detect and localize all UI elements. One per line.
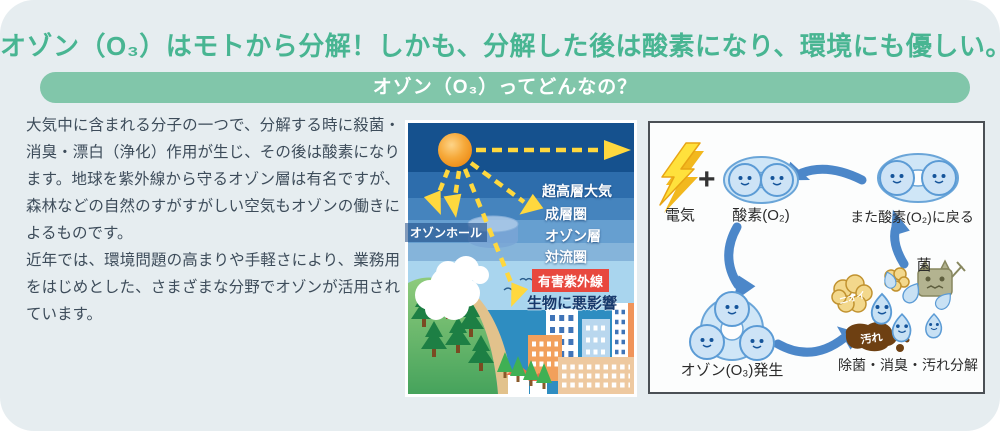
earth-scene [408, 256, 634, 394]
bacteria-icon [917, 259, 966, 297]
oxygen-return-molecule [877, 153, 959, 203]
ozone-molecule [689, 291, 775, 361]
layer-label-upper-atmosphere: 超高層大気 [542, 183, 612, 199]
ozone-cycle-svg: ニオイ 汚れ [659, 142, 966, 361]
dirt-label: 汚れ [860, 330, 884, 347]
ozone-cycle-diagram: ニオイ 汚れ 電気 + 酸素(O₂) また酸素(O₂)に戻る オゾン(O₃)発生… [648, 121, 985, 394]
ozone-hole-label: オゾンホール [405, 223, 488, 242]
sun-icon [438, 133, 472, 167]
odor-blob [831, 267, 910, 313]
city-buildings [506, 303, 634, 394]
atmosphere-svg [408, 123, 634, 394]
bacteria-label: 菌 [916, 257, 932, 274]
intro-paragraph-1: 大気中に含まれる分子の一つで、分解する時に殺菌・消臭・漂白（浄化）作用が生じ、そ… [26, 117, 400, 242]
ozone-generation-label: オゾン(O₃)発生 [680, 362, 784, 379]
layer-label-stratosphere: 成層圏 [545, 206, 587, 222]
oxygen-molecule [723, 156, 799, 204]
page-title: オゾン（O₃）はモトから分解！しかも、分解した後は酸素になり、環境にも優しい。 [0, 31, 1000, 61]
oxygen-label: 酸素(O₂) [732, 207, 790, 224]
plus-sign: + [698, 163, 716, 196]
cloud [415, 256, 489, 320]
intro-paragraph-2: 近年では、環境問題の高まりや手軽さにより、業務用をはじめとした、さまざまな分野で… [26, 252, 400, 323]
atmosphere-layer-bands [408, 123, 634, 261]
lightning-icon [659, 142, 704, 213]
intro-text: 大気中に含まれる分子の一つで、分解する時に殺菌・消臭・漂白（浄化）作用が生じ、そ… [26, 112, 400, 328]
oxygen-return-label: また酸素(O₂)に戻る [850, 209, 974, 225]
section-banner: オゾン（O₃）ってどんなの？ [40, 72, 970, 103]
effects-label: 除菌・消臭・汚れ分解 [838, 357, 978, 373]
layer-label-troposphere: 対流圏 [545, 249, 587, 265]
layer-label-ozone-layer: オゾン層 [545, 228, 601, 244]
uv-effect-label: 生物に悪影響 [527, 295, 618, 312]
electricity-label: 電気 [664, 207, 695, 224]
atmosphere-illustration: 超高層大気 成層圏 オゾン層 対流圏 オゾンホール 有害紫外線 生物に悪影響 [405, 120, 637, 397]
harmful-uv-label: 有害紫外線 [532, 269, 610, 292]
uv-ray-arrows [423, 140, 631, 308]
